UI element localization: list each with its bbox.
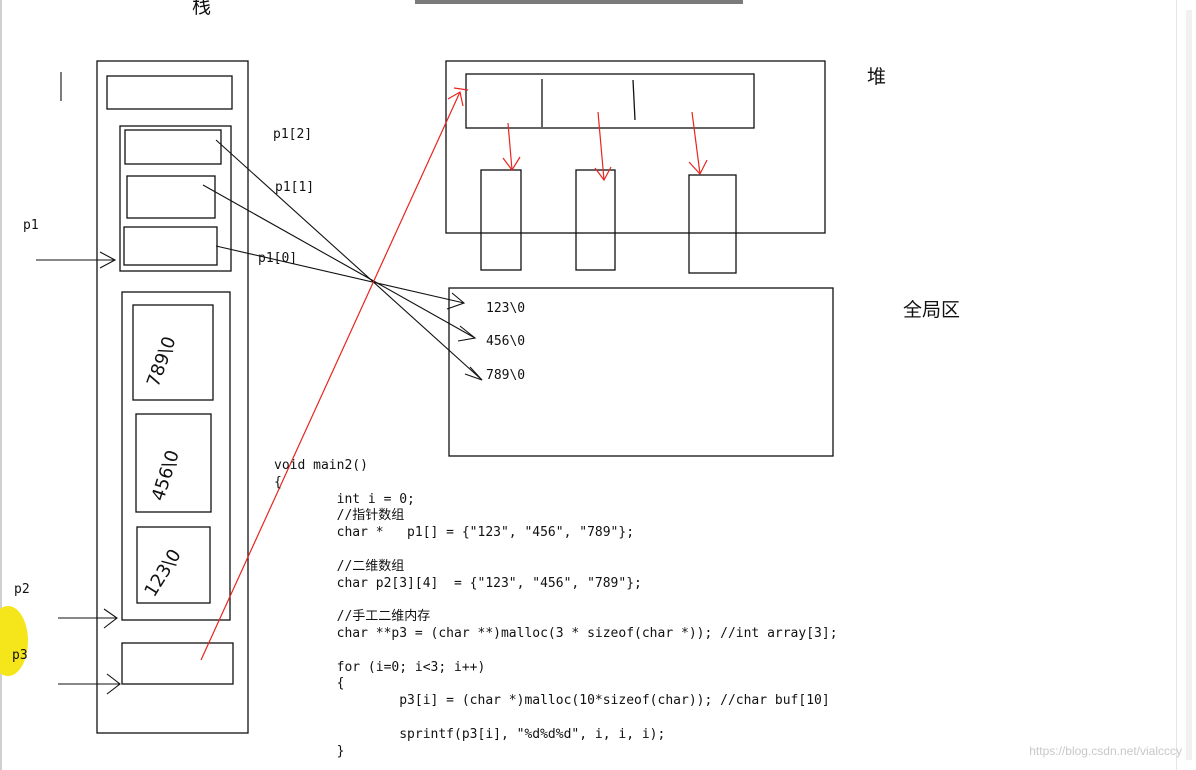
code-line: } — [274, 743, 345, 759]
p3-to-heap-link — [200, 91, 461, 661]
p2-cell-1 — [135, 413, 212, 513]
code-line: void main2() — [274, 458, 368, 473]
arrow-head — [457, 325, 477, 342]
code-line: { — [274, 676, 345, 692]
code-line — [274, 710, 838, 727]
heap-region — [445, 60, 826, 234]
p1-2-link — [215, 139, 483, 381]
p1-slot-2 — [124, 129, 222, 165]
code-line: for (i=0; i<3; i++) — [274, 659, 486, 675]
heap-buffer-1 — [575, 169, 616, 271]
p1-slot-0 — [123, 226, 218, 266]
p1-0-label: p1[0] — [258, 251, 298, 266]
global-string-123: 123\0 — [486, 301, 526, 316]
right-edge-rule — [1176, 0, 1177, 770]
code-line: char * p1[] = {"123", "456", "789"}; — [274, 525, 635, 541]
arrow-head — [447, 91, 464, 107]
heap-link-0 — [507, 122, 513, 171]
p1-1-label: p1[1] — [275, 180, 315, 195]
code-line: p3[i] = (char *)malloc(10*sizeof(char));… — [274, 693, 830, 709]
heap-array-divider — [632, 79, 636, 121]
arrow-head — [106, 673, 121, 695]
p2-cell-0 — [136, 526, 211, 604]
stack-title: 栈 — [192, 0, 212, 18]
p1-slot-1 — [126, 175, 216, 219]
global-string-456: 456\0 — [486, 334, 526, 349]
handwritten-789: 789\0 — [143, 334, 180, 390]
arrow-head — [688, 159, 708, 176]
p3-label: p3 — [12, 648, 28, 663]
global-string-789: 789\0 — [486, 368, 526, 383]
code-line — [274, 643, 838, 660]
heap-link-1 — [597, 111, 605, 181]
stack-top-cell — [106, 75, 233, 110]
p3-cell — [121, 642, 234, 685]
arrow-head — [594, 166, 612, 182]
code-line: int i = 0; — [274, 491, 415, 507]
code-line: { — [274, 474, 282, 490]
left-edge-rule — [0, 0, 2, 770]
code-line: //二维数组 — [274, 558, 405, 574]
handwritten-123: 123\0 — [140, 546, 185, 601]
heap-title: 堆 — [867, 66, 887, 88]
code-listing: void main2(){ int i = 0; //指针数组 char * p… — [274, 458, 838, 760]
arrow-tick — [453, 87, 469, 91]
global-title: 全局区 — [903, 299, 961, 321]
p2-array-box — [121, 291, 231, 621]
heap-pointer-array — [465, 73, 755, 129]
watermark: https://blog.csdn.net/vialcccy — [1029, 744, 1182, 758]
code-line — [274, 592, 838, 609]
handwritten-456: 456\0 — [148, 448, 184, 504]
arrow-head — [446, 292, 466, 310]
heap-buffer-2 — [688, 174, 737, 274]
p1-0-link — [215, 245, 465, 304]
top-window-bar — [415, 0, 743, 4]
code-line: //手工二维内存 — [274, 609, 431, 625]
arrow-head — [103, 608, 118, 629]
global-region — [448, 287, 834, 457]
code-line — [274, 542, 838, 559]
heap-link-2 — [691, 111, 701, 175]
p1-1-link — [202, 184, 476, 339]
code-line: sprintf(p3[i], "%d%d%d", i, i, i); — [274, 726, 666, 742]
p1-array-box — [119, 125, 232, 272]
p2-cell-2 — [132, 304, 214, 401]
arrow-head — [464, 366, 483, 381]
stack-frame — [96, 60, 249, 734]
p2-label: p2 — [14, 582, 30, 597]
vertical-scrollbar[interactable] — [1186, 10, 1192, 760]
code-line: //指针数组 — [274, 508, 405, 524]
code-line: char **p3 = (char **)malloc(3 * sizeof(c… — [274, 625, 838, 641]
p1-2-label: p1[2] — [273, 127, 313, 142]
p1-label: p1 — [23, 218, 39, 233]
arrow-head — [502, 156, 521, 172]
code-line: char p2[3][4] = {"123", "456", "789"}; — [274, 575, 642, 591]
heap-buffer-0 — [480, 169, 522, 271]
arrow-head — [99, 251, 117, 269]
